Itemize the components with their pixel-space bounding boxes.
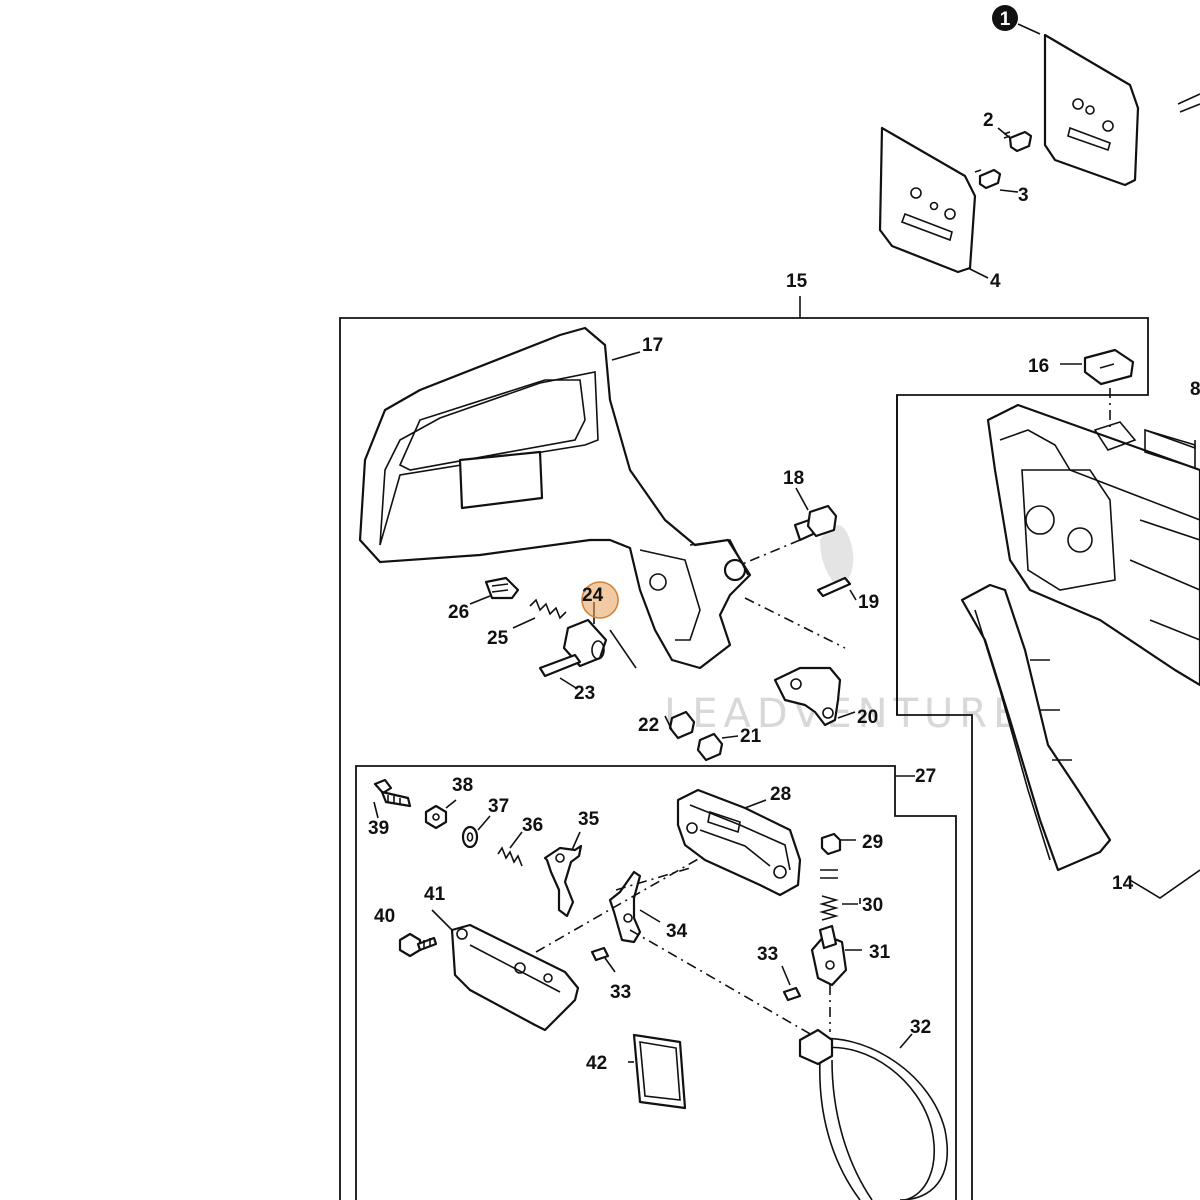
leader-lines bbox=[373, 23, 1082, 1063]
callout-33a[interactable]: 33 bbox=[757, 944, 778, 965]
assembly-line-b bbox=[629, 929, 813, 1036]
part-plate-outer bbox=[1043, 33, 1140, 187]
callout-42[interactable]: 42 bbox=[586, 1053, 607, 1074]
callout-19[interactable]: 19 bbox=[858, 592, 879, 613]
part-19-pin bbox=[744, 576, 857, 649]
callout-1-text: 1 bbox=[1000, 9, 1011, 30]
part-8-cover bbox=[986, 403, 1200, 687]
part-29-30-31 bbox=[810, 832, 862, 987]
callout-22[interactable]: 22 bbox=[638, 715, 659, 736]
callout-28[interactable]: 28 bbox=[770, 784, 791, 805]
part-plate-inner bbox=[878, 126, 977, 274]
group-frame-15 bbox=[339, 317, 1149, 1200]
part-38-nut bbox=[424, 799, 457, 830]
callout-16[interactable]: 16 bbox=[1028, 356, 1049, 377]
callout-25[interactable]: 25 bbox=[487, 628, 509, 649]
part-25-spring bbox=[512, 598, 567, 629]
part-40-screw bbox=[398, 932, 438, 958]
part-16 bbox=[1083, 348, 1135, 430]
part-32-band bbox=[798, 1028, 948, 1200]
part-18-bolt bbox=[739, 504, 838, 566]
callout-39[interactable]: 39 bbox=[368, 818, 389, 839]
callout-20[interactable]: 20 bbox=[857, 707, 878, 728]
callout-35[interactable]: 35 bbox=[578, 809, 600, 830]
assembly-line-a bbox=[535, 857, 701, 953]
callout-2[interactable]: 2 bbox=[983, 110, 994, 131]
callout-36[interactable]: 36 bbox=[522, 815, 543, 836]
group-frame-27 bbox=[355, 765, 957, 1200]
callout-27[interactable]: 27 bbox=[915, 766, 936, 787]
part-14 bbox=[960, 583, 1200, 899]
callout-17[interactable]: 17 bbox=[642, 335, 663, 356]
part-35-lever bbox=[543, 831, 583, 918]
part-36-spring bbox=[497, 831, 523, 867]
part-23-pin bbox=[538, 653, 582, 689]
part-42-plate bbox=[632, 1033, 687, 1110]
part-33-pins bbox=[590, 946, 802, 1002]
callout-31[interactable]: 31 bbox=[869, 942, 891, 963]
callout-labels: 2 3 4 8 14 15 16 17 18 19 20 21 22 23 24… bbox=[368, 110, 1200, 1074]
callout-30[interactable]: 30 bbox=[862, 895, 883, 916]
callout-3[interactable]: 3 bbox=[1018, 185, 1029, 206]
callout-24[interactable]: 24 bbox=[582, 585, 604, 606]
callout-26[interactable]: 26 bbox=[448, 602, 469, 623]
part-20-lever bbox=[773, 666, 856, 727]
watermark-text: LEADVENTURE bbox=[664, 691, 1024, 737]
callout-38[interactable]: 38 bbox=[452, 775, 473, 796]
callout-1[interactable]: 1 bbox=[992, 5, 1018, 31]
callout-41[interactable]: 41 bbox=[424, 884, 446, 905]
part-39-screw bbox=[373, 778, 412, 808]
part-17-handguard bbox=[358, 326, 752, 670]
part-21-22-sleeves bbox=[664, 710, 739, 762]
callout-18[interactable]: 18 bbox=[783, 468, 804, 489]
callout-4[interactable]: 4 bbox=[990, 271, 1001, 292]
part-34-lever bbox=[608, 870, 661, 944]
callout-23[interactable]: 23 bbox=[574, 683, 595, 704]
callout-37[interactable]: 37 bbox=[488, 796, 509, 817]
callout-32[interactable]: 32 bbox=[910, 1017, 931, 1038]
part-screws-2-3 bbox=[974, 93, 1200, 190]
callout-34[interactable]: 34 bbox=[666, 921, 688, 942]
watermark: LEADVENTURE bbox=[664, 525, 1024, 737]
part-41-cover bbox=[450, 923, 580, 1032]
highlight-marker-24[interactable] bbox=[581, 581, 619, 619]
callout-14[interactable]: 14 bbox=[1112, 873, 1134, 894]
part-37-washer bbox=[461, 815, 491, 849]
part-28-housing bbox=[676, 788, 802, 897]
callout-15[interactable]: 15 bbox=[786, 271, 808, 292]
callout-40[interactable]: 40 bbox=[374, 906, 395, 927]
callout-8[interactable]: 8 bbox=[1190, 379, 1200, 400]
assembly-line-d bbox=[615, 867, 691, 891]
callout-33b[interactable]: 33 bbox=[610, 982, 631, 1003]
part-26-screw bbox=[469, 576, 520, 605]
callout-29[interactable]: 29 bbox=[862, 832, 883, 853]
callout-21[interactable]: 21 bbox=[740, 726, 762, 747]
